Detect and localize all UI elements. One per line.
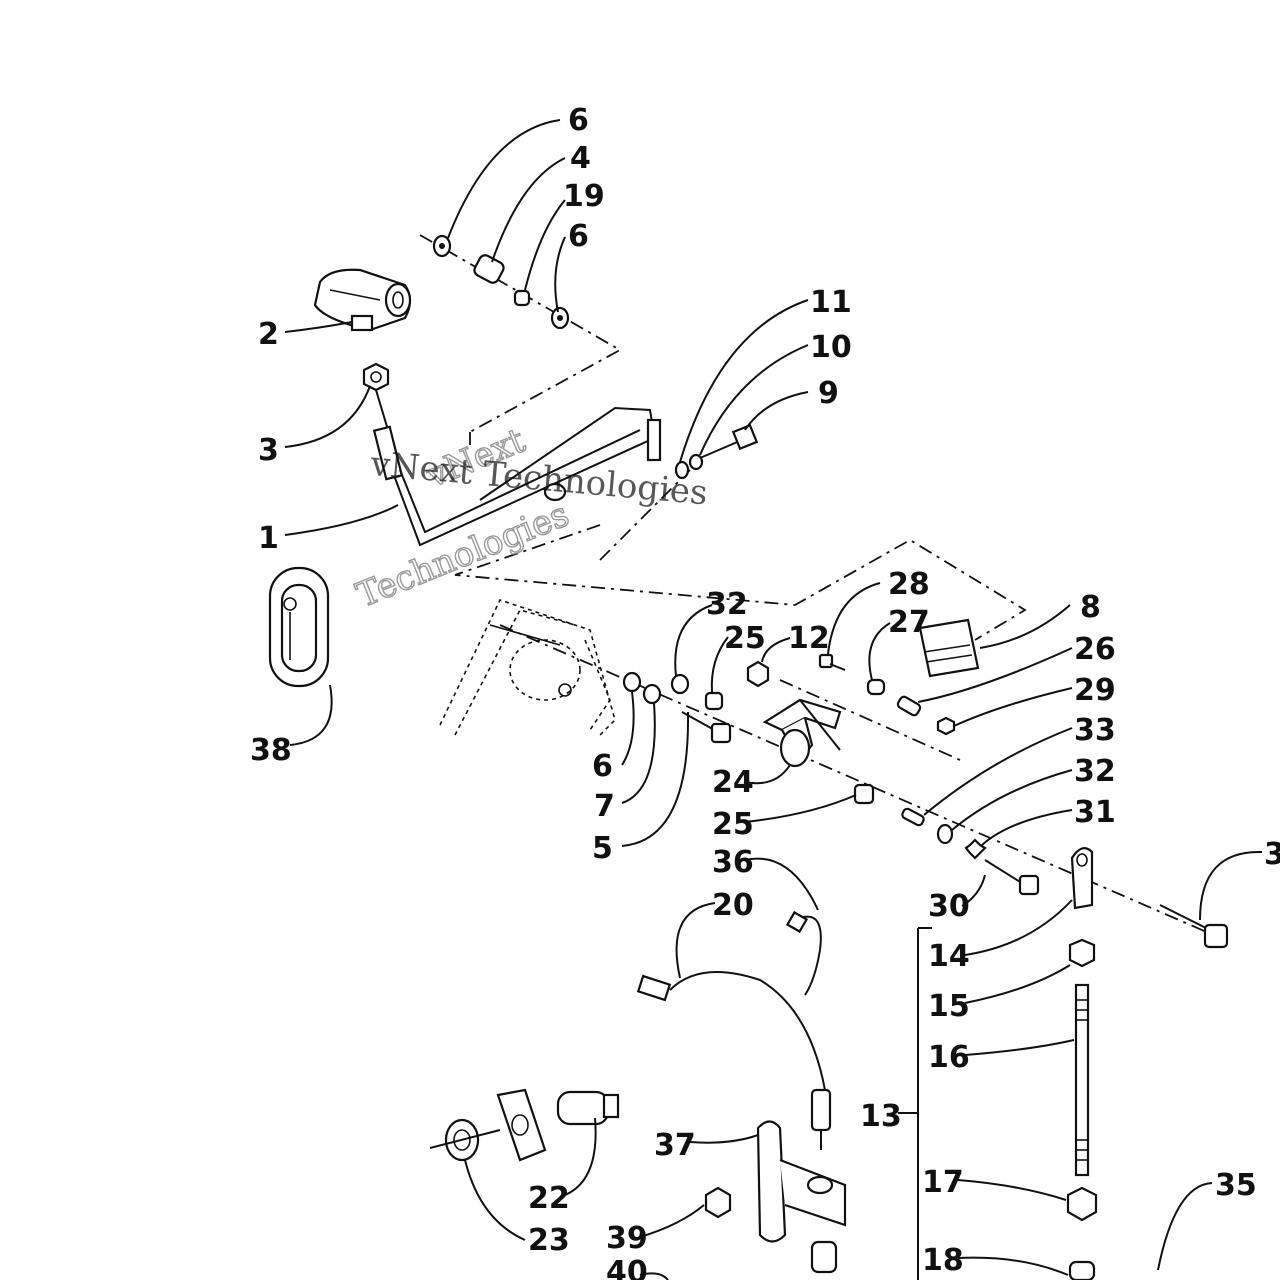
pedal-cover: [268, 566, 330, 688]
washer-7-shaft: [642, 683, 662, 705]
callout-14: 14: [928, 939, 970, 974]
callout-10: 10: [810, 330, 852, 365]
nut-pedal: [362, 362, 390, 392]
slotted-plate: [918, 618, 980, 678]
callout-35: 35: [1215, 1168, 1257, 1203]
washer-top: [432, 234, 452, 258]
callout-32-lower: 32: [1074, 754, 1116, 789]
watermark: vNext Technologies: [350, 420, 575, 617]
callout-8: 8: [1080, 590, 1101, 625]
nut-29: [936, 716, 956, 736]
callout-9: 9: [818, 376, 839, 411]
callout-5: 5: [592, 831, 613, 866]
bolt-5: [681, 711, 732, 744]
actuator-bracket: [762, 698, 842, 768]
brake-switch-harness: [636, 971, 832, 1150]
callout-3: 3: [258, 433, 279, 468]
spacer-25-upper: [704, 691, 724, 711]
nut-15: [1068, 938, 1096, 968]
nut-12: [746, 660, 770, 688]
callout-25-lower: 25: [712, 807, 754, 842]
part-18: [1068, 1260, 1096, 1280]
callout-16: 16: [928, 1040, 970, 1075]
washer-second: [550, 306, 570, 330]
callout-36: 36: [712, 845, 754, 880]
callout-13: 13: [860, 1099, 902, 1134]
washer-32-upper: [670, 673, 690, 695]
callout-24: 24: [712, 765, 754, 800]
callout-3-right: 3: [1264, 837, 1280, 872]
watermark-line2: Technologies: [351, 494, 575, 615]
callout-39: 39: [606, 1221, 648, 1256]
callout-29: 29: [1074, 673, 1116, 708]
bolt-28: [818, 653, 846, 671]
callout-30: 30: [928, 889, 970, 924]
callout-labels: 6 4 19 6 11 10 9 2 3 1 38 32 25 12 28 27…: [250, 103, 1280, 1280]
spacer-25-lower: [853, 783, 875, 805]
callout-4: 4: [570, 141, 591, 176]
frame-ghost-outline: [439, 599, 616, 736]
washer-32-lower: [936, 823, 954, 845]
brake-lever: [372, 389, 662, 547]
pin-26: [896, 695, 922, 717]
spacer-27: [866, 678, 886, 696]
threaded-rod-16: [1074, 983, 1090, 1177]
callout-28: 28: [888, 567, 930, 602]
callout-38: 38: [250, 733, 292, 768]
callout-15: 15: [928, 989, 970, 1024]
switch-bracket: [756, 1120, 847, 1274]
wire-36: [785, 910, 822, 996]
callout-12: 12: [788, 621, 830, 656]
clevis-14: [1070, 847, 1094, 910]
spacer: [513, 289, 531, 307]
callout-1: 1: [258, 521, 279, 556]
callout-33: 33: [1074, 713, 1116, 748]
callout-18: 18: [922, 1243, 964, 1278]
switch-body: [429, 1088, 620, 1162]
callout-6-lower: 6: [592, 749, 613, 784]
nut-17: [1066, 1186, 1098, 1222]
brake-pedal-pad: [313, 268, 412, 332]
callout-11: 11: [810, 285, 852, 320]
pin-33: [901, 807, 925, 827]
bolt-3-right: [1159, 904, 1229, 949]
leader-lines: [284, 119, 1263, 1280]
callout-25-upper: 25: [724, 621, 766, 656]
callout-2: 2: [258, 317, 279, 352]
callout-27: 27: [888, 605, 930, 640]
assembly-guide-lines: [419, 234, 1226, 941]
callout-19: 19: [563, 179, 605, 214]
bolt-pedal-pivot: [674, 423, 759, 480]
bushing: [473, 254, 505, 284]
star-washer-31: [964, 838, 987, 860]
bolt-30: [984, 859, 1040, 896]
callout-7: 7: [594, 789, 615, 824]
callout-32-upper: 32: [706, 587, 748, 622]
callout-37: 37: [654, 1128, 696, 1163]
callout-26: 26: [1074, 632, 1116, 667]
callout-20: 20: [712, 888, 754, 923]
callout-23: 23: [528, 1223, 570, 1258]
washer-6-shaft: [622, 671, 642, 693]
callout-17: 17: [922, 1165, 964, 1200]
callout-22: 22: [528, 1181, 570, 1216]
callout-6-top: 6: [568, 103, 589, 138]
part-drawings: [268, 234, 1229, 1280]
nut-39: [704, 1186, 732, 1219]
callout-6-second: 6: [568, 219, 589, 254]
callout-40: 40: [606, 1255, 648, 1280]
callout-31: 31: [1074, 795, 1116, 830]
